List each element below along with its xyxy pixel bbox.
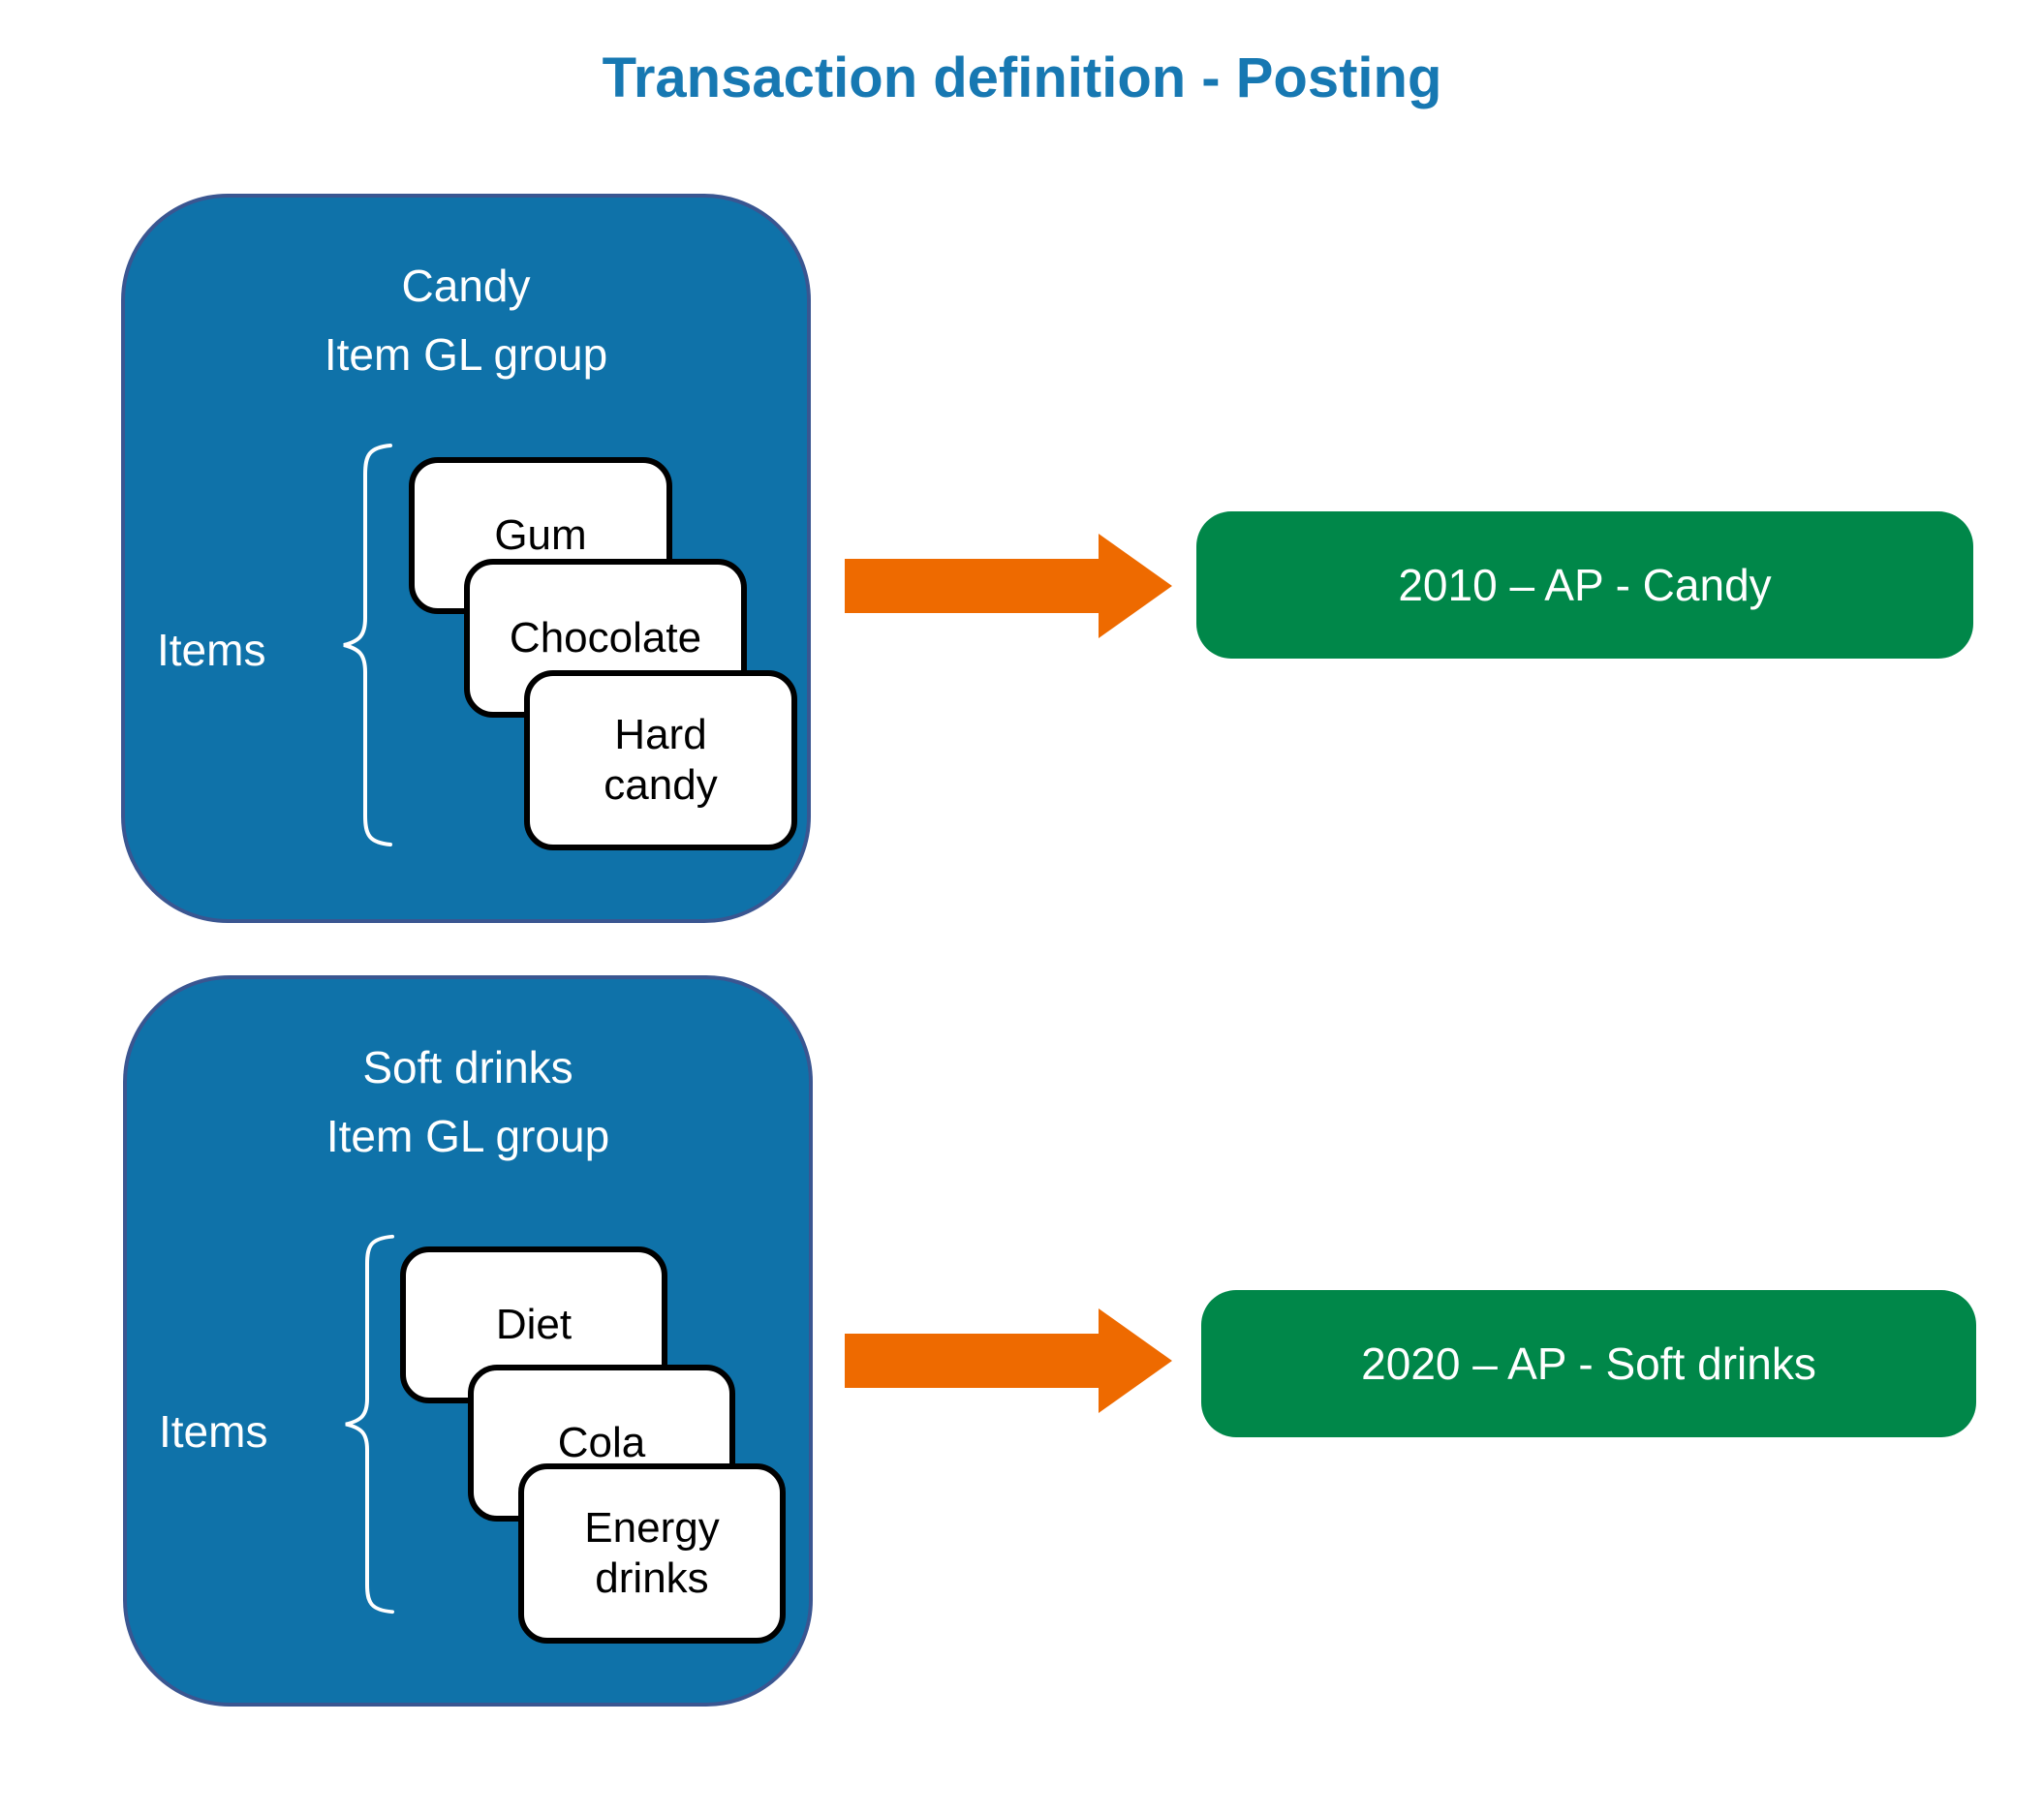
items-label: Items — [157, 625, 266, 675]
curly-brace-icon — [343, 444, 392, 846]
group-title-line2: Item GL group — [324, 329, 608, 381]
arrow-right-icon — [845, 1308, 1172, 1413]
page-title: Transaction definition - Posting — [602, 46, 1442, 109]
group-title-line1: Candy — [401, 261, 531, 311]
group-title-line2: Item GL group — [325, 1111, 610, 1162]
items-label: Items — [159, 1406, 268, 1457]
group-title: Soft drinks Item GL group — [127, 1033, 809, 1172]
group-title: Candy Item GL group — [125, 252, 807, 390]
arrow-right-icon — [845, 534, 1172, 638]
gl-account-badge: 2020 – AP - Soft drinks — [1201, 1290, 1976, 1437]
group-box-candy: Candy Item GL group Items Gum Chocolate … — [121, 194, 811, 923]
curly-brace-icon — [345, 1234, 394, 1615]
group-title-line1: Soft drinks — [362, 1042, 573, 1092]
item-card: Hard candy — [524, 670, 797, 850]
item-card: Energy drinks — [518, 1463, 786, 1644]
gl-account-badge: 2010 – AP - Candy — [1196, 511, 1973, 659]
group-box-soft-drinks: Soft drinks Item GL group Items Diet Col… — [123, 975, 813, 1707]
